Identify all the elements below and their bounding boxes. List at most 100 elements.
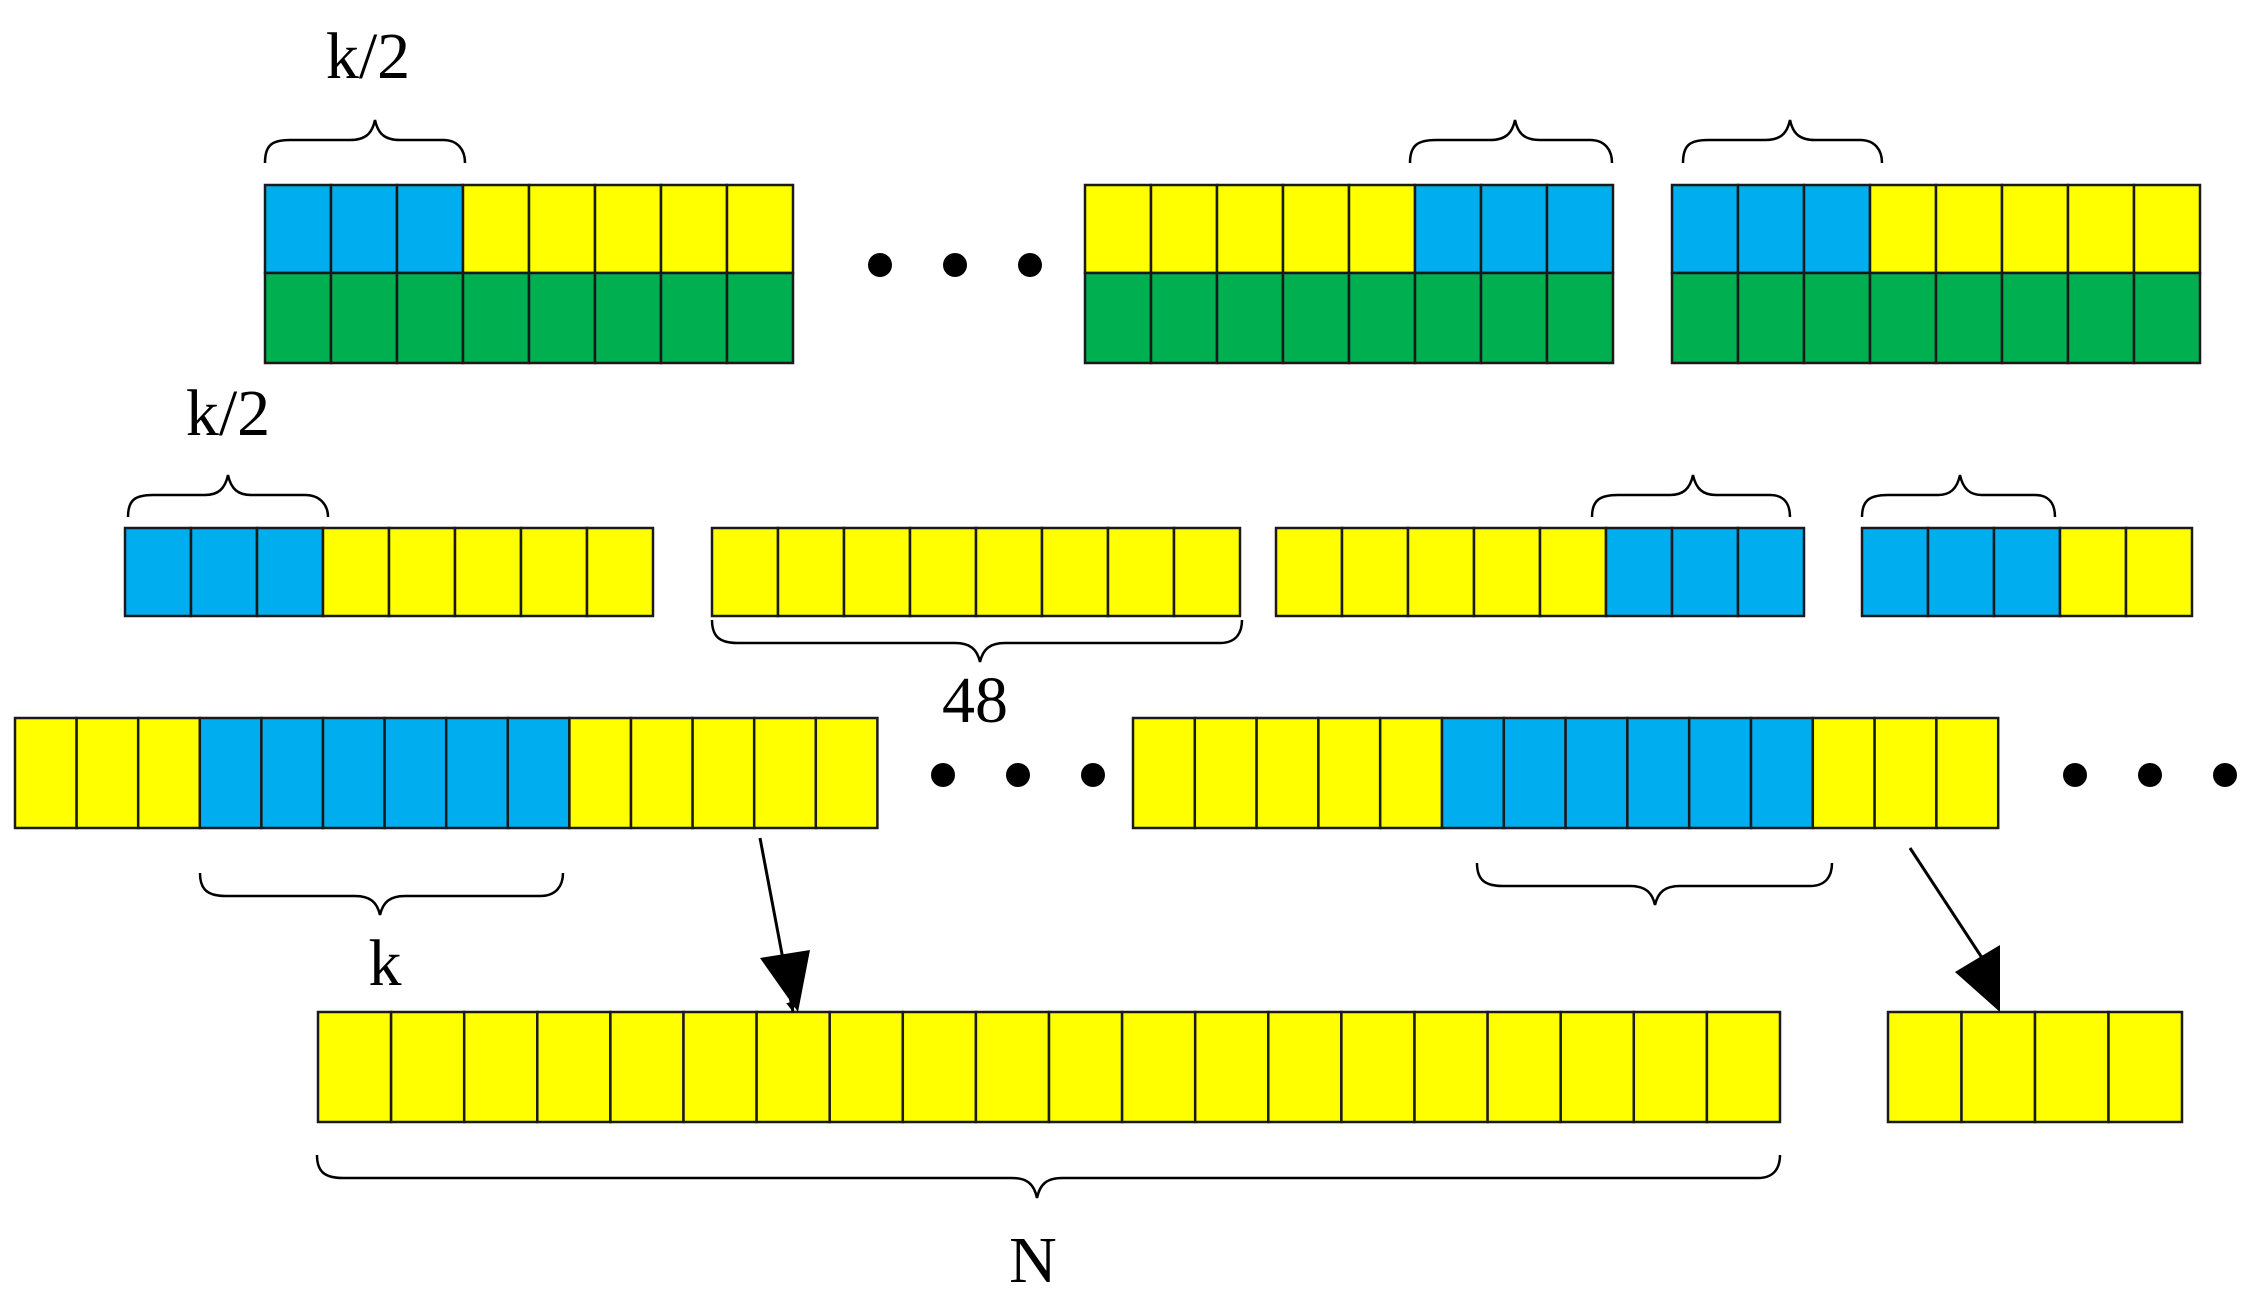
row1-top-cell (1868, 183, 1938, 275)
row4-cell (974, 1010, 1051, 1124)
row3-cell (1749, 716, 1815, 830)
ellipsis-group (868, 253, 2237, 787)
row1-bottom-cell (725, 271, 795, 365)
row4-cell (1047, 1010, 1124, 1124)
row1-bottom-cell (1347, 271, 1417, 365)
row1-bottom-cell (1281, 271, 1351, 365)
row4-cell (1267, 1010, 1343, 1124)
row3-cell (1193, 716, 1258, 830)
row1-bottom-cell (1736, 271, 1806, 365)
row3-cell (75, 716, 140, 830)
row2-cell (1992, 526, 2062, 618)
row3-cell (1502, 716, 1567, 830)
row1-top-cell (329, 183, 399, 275)
row4-cell (462, 1010, 539, 1124)
row4-cell (2033, 1010, 2110, 1124)
row4-cell (609, 1010, 685, 1124)
row4-cell (1193, 1010, 1270, 1124)
ellipsis-icon (2063, 763, 2237, 787)
row4-cell (901, 1010, 978, 1124)
row1-bottom-cell (2000, 271, 2070, 365)
row2-cell (453, 526, 523, 618)
row3-cell (383, 716, 448, 830)
row1-bottom-cell (527, 271, 597, 365)
curly-brace-icon (1681, 119, 1884, 164)
arrow-down-icon (760, 950, 810, 1012)
row3-cell (136, 716, 202, 830)
row2-cell (519, 526, 589, 618)
row4-cell (1120, 1010, 1197, 1124)
row4-cell (1632, 1010, 1709, 1124)
row2-cell (585, 526, 655, 618)
row3-cell (752, 716, 818, 830)
row1-top-cell (461, 183, 531, 275)
row1-top-cell (2000, 183, 2070, 275)
row2-cell (974, 526, 1044, 618)
curly-brace-icon (1590, 474, 1792, 518)
ellipsis-icon (931, 763, 1105, 787)
row2-cell (776, 526, 846, 618)
label-n: N (1009, 1224, 1057, 1296)
row-2-blocks (123, 526, 2194, 618)
curly-brace-icon (263, 119, 467, 164)
row2-cell (710, 526, 780, 618)
braces (126, 119, 2057, 1199)
arrow-down-icon (1955, 945, 2000, 1012)
row4-cell (1486, 1010, 1562, 1124)
row3-cell (321, 716, 386, 830)
curly-brace-icon (1475, 862, 1834, 906)
row1-top-cell (1545, 183, 1615, 275)
row1-top-cell (1736, 183, 1806, 275)
row1-bottom-cell (395, 271, 465, 365)
row2-cell (387, 526, 457, 618)
row1-top-cell (263, 183, 333, 275)
row1-top-cell (1934, 183, 2004, 275)
row2-cell (1274, 526, 1344, 618)
row3-cell (1131, 716, 1197, 830)
row1-bottom-cell (461, 271, 531, 365)
row2-cell (1340, 526, 1410, 618)
row3-cell (444, 716, 510, 830)
row1-top-cell (1083, 183, 1153, 275)
row-3-blocks (13, 716, 2000, 830)
row1-bottom-cell (1670, 271, 1740, 365)
row4-cell (389, 1010, 466, 1124)
row2-cell (1736, 526, 1806, 618)
row2-cell (1670, 526, 1740, 618)
row2-cell (1106, 526, 1176, 618)
row4-cell (316, 1010, 393, 1124)
row2-cell (1040, 526, 1110, 618)
row2-cell (189, 526, 259, 618)
row2-cell (908, 526, 978, 618)
row1-top-cell (593, 183, 663, 275)
row3-cell (1564, 716, 1629, 830)
row1-bottom-cell (1149, 271, 1219, 365)
row4-cell (828, 1010, 905, 1124)
row3-cell (1378, 716, 1444, 830)
row2-cell (1538, 526, 1608, 618)
label-forty-eight: 48 (942, 664, 1008, 737)
ellipsis-icon (868, 253, 1042, 277)
row4-cell (536, 1010, 612, 1124)
row1-bottom-cell (2132, 271, 2202, 365)
row3-cell (691, 716, 756, 830)
row4-cell (1705, 1010, 1782, 1124)
row2-cell (2124, 526, 2194, 618)
row1-top-cell (1281, 183, 1351, 275)
row1-bottom-cell (1802, 271, 1872, 365)
curly-brace-icon (1408, 119, 1614, 164)
curly-brace-icon (710, 619, 1244, 663)
row2-cell (842, 526, 912, 618)
row1-bottom-cell (2066, 271, 2136, 365)
row4-cell (1886, 1010, 1963, 1124)
curly-brace-icon (315, 1154, 1782, 1199)
row1-bottom-cell (1413, 271, 1483, 365)
row4-cell (1413, 1010, 1489, 1124)
row1-bottom-cell (263, 271, 333, 365)
row1-top-cell (2132, 183, 2202, 275)
row1-bottom-cell (1215, 271, 1285, 365)
row1-top-cell (1347, 183, 1417, 275)
row-1-blocks (263, 183, 2202, 365)
row1-top-cell (1802, 183, 1872, 275)
row1-bottom-cell (1934, 271, 2004, 365)
